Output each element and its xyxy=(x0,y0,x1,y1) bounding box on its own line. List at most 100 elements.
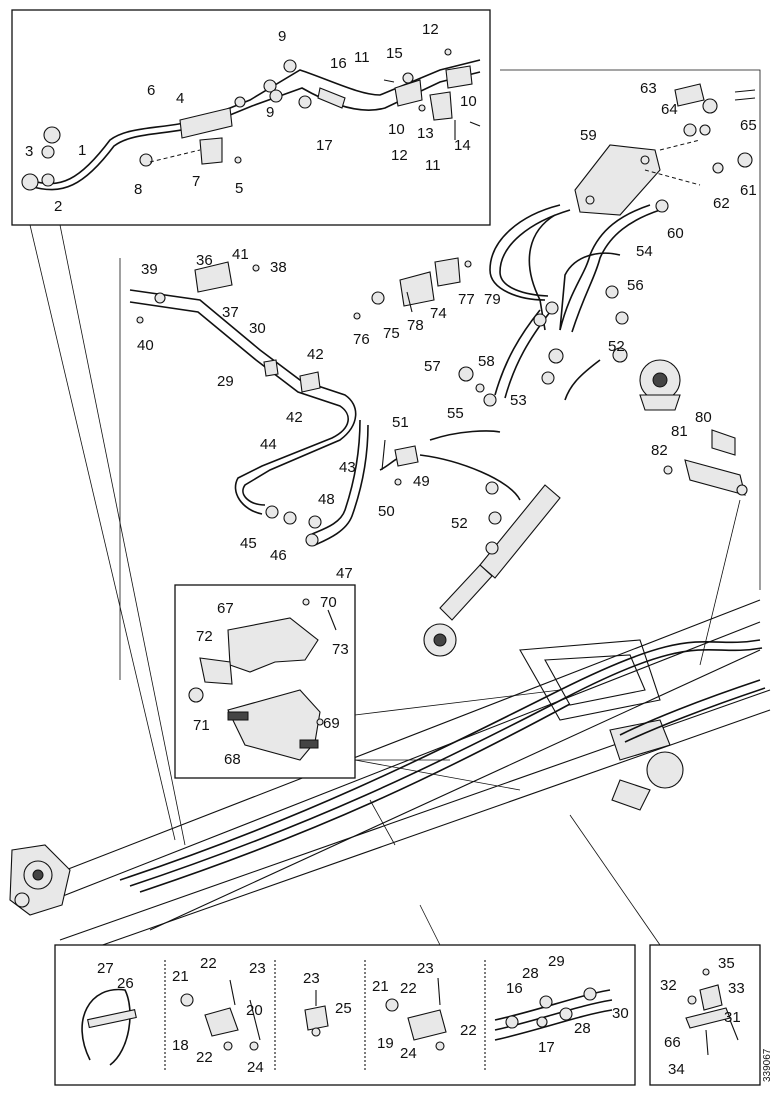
label-32: 32 xyxy=(660,977,677,994)
label-26: 26 xyxy=(117,975,134,992)
label-76: 76 xyxy=(353,331,370,348)
label-20: 20 xyxy=(246,1002,263,1019)
label-18: 18 xyxy=(172,1037,189,1054)
label-24a: 24 xyxy=(247,1059,264,1076)
label-13: 13 xyxy=(417,125,434,142)
label-40: 40 xyxy=(137,337,154,354)
label-34: 34 xyxy=(668,1061,685,1078)
label-51: 51 xyxy=(392,414,409,431)
label-42a: 42 xyxy=(307,346,324,363)
top-inset-frame xyxy=(11,9,491,226)
label-53: 53 xyxy=(510,392,527,409)
label-81: 81 xyxy=(671,423,688,440)
label-12a: 12 xyxy=(422,21,439,38)
label-22d: 22 xyxy=(460,1022,477,1039)
label-1: 1 xyxy=(78,142,86,159)
label-46: 46 xyxy=(270,547,287,564)
label-52b: 52 xyxy=(451,515,468,532)
label-45: 45 xyxy=(240,535,257,552)
label-44: 44 xyxy=(260,436,277,453)
label-36: 36 xyxy=(196,252,213,269)
label-52a: 52 xyxy=(608,338,625,355)
label-48: 48 xyxy=(318,491,335,508)
label-59: 59 xyxy=(580,127,597,144)
label-17: 17 xyxy=(316,137,333,154)
label-23c: 23 xyxy=(417,960,434,977)
label-6: 6 xyxy=(147,82,155,99)
bottom-inset-frame xyxy=(54,944,636,1086)
label-77: 77 xyxy=(458,291,475,308)
label-82: 82 xyxy=(651,442,668,459)
label-30b: 30 xyxy=(612,1005,629,1022)
chassis-frame xyxy=(9,599,771,961)
label-24b: 24 xyxy=(400,1045,417,1062)
label-42b: 42 xyxy=(286,409,303,426)
label-11b: 11 xyxy=(425,157,441,174)
label-71: 71 xyxy=(193,717,210,734)
label-69: 69 xyxy=(323,715,340,732)
label-70: 70 xyxy=(320,594,337,611)
label-62: 62 xyxy=(713,195,730,212)
label-17b: 17 xyxy=(538,1039,555,1056)
label-9b: 9 xyxy=(266,104,274,121)
label-22c: 22 xyxy=(400,980,417,997)
label-28b: 28 xyxy=(574,1020,591,1037)
label-60: 60 xyxy=(667,225,684,242)
label-68: 68 xyxy=(224,751,241,768)
middle-parts xyxy=(129,257,561,657)
label-16: 16 xyxy=(330,55,347,72)
label-12b: 12 xyxy=(391,147,408,164)
label-33: 33 xyxy=(728,980,745,997)
label-58: 58 xyxy=(478,353,495,370)
label-22b: 22 xyxy=(196,1049,213,1066)
label-7: 7 xyxy=(192,173,200,190)
label-37: 37 xyxy=(222,304,239,321)
label-8: 8 xyxy=(134,181,142,198)
label-16b: 16 xyxy=(506,980,523,997)
label-64: 64 xyxy=(661,101,678,118)
label-19: 19 xyxy=(377,1035,394,1052)
label-10a: 10 xyxy=(460,93,477,110)
label-55: 55 xyxy=(447,405,464,422)
label-29b: 29 xyxy=(548,953,565,970)
label-41: 41 xyxy=(232,246,249,263)
label-38: 38 xyxy=(270,259,287,276)
label-73: 73 xyxy=(332,641,349,658)
bottom-inset-dividers xyxy=(164,960,486,1072)
label-27: 27 xyxy=(97,960,114,977)
label-23a: 23 xyxy=(249,960,266,977)
label-61: 61 xyxy=(740,182,757,199)
label-57: 57 xyxy=(424,358,441,375)
bottom-inset-parts xyxy=(81,968,739,1066)
label-49: 49 xyxy=(413,473,430,490)
label-28a: 28 xyxy=(522,965,539,982)
label-4: 4 xyxy=(176,90,184,107)
label-2: 2 xyxy=(54,198,62,215)
connector-lines xyxy=(29,69,761,946)
part-number-labels: 1 2 3 4 5 6 7 8 9 9 10 10 11 11 12 12 13… xyxy=(25,21,773,1082)
label-10b: 10 xyxy=(388,121,405,138)
label-43: 43 xyxy=(339,459,356,476)
label-35: 35 xyxy=(718,955,735,972)
label-14: 14 xyxy=(454,137,471,154)
label-25: 25 xyxy=(335,1000,352,1017)
label-67: 67 xyxy=(217,600,234,617)
label-29: 29 xyxy=(217,373,234,390)
label-22a: 22 xyxy=(200,955,217,972)
label-78: 78 xyxy=(407,317,424,334)
label-21a: 21 xyxy=(172,968,189,985)
label-21b: 21 xyxy=(372,978,389,995)
label-74: 74 xyxy=(430,305,447,322)
label-56: 56 xyxy=(627,277,644,294)
label-3: 3 xyxy=(25,143,33,160)
label-54: 54 xyxy=(636,243,653,260)
label-11a: 11 xyxy=(354,49,370,66)
label-15: 15 xyxy=(386,45,403,62)
label-47: 47 xyxy=(336,565,353,582)
label-23b: 23 xyxy=(303,970,320,987)
label-80: 80 xyxy=(695,409,712,426)
bracket-inset-parts xyxy=(188,598,337,761)
top-inset-parts xyxy=(21,48,481,191)
label-39: 39 xyxy=(141,261,158,278)
